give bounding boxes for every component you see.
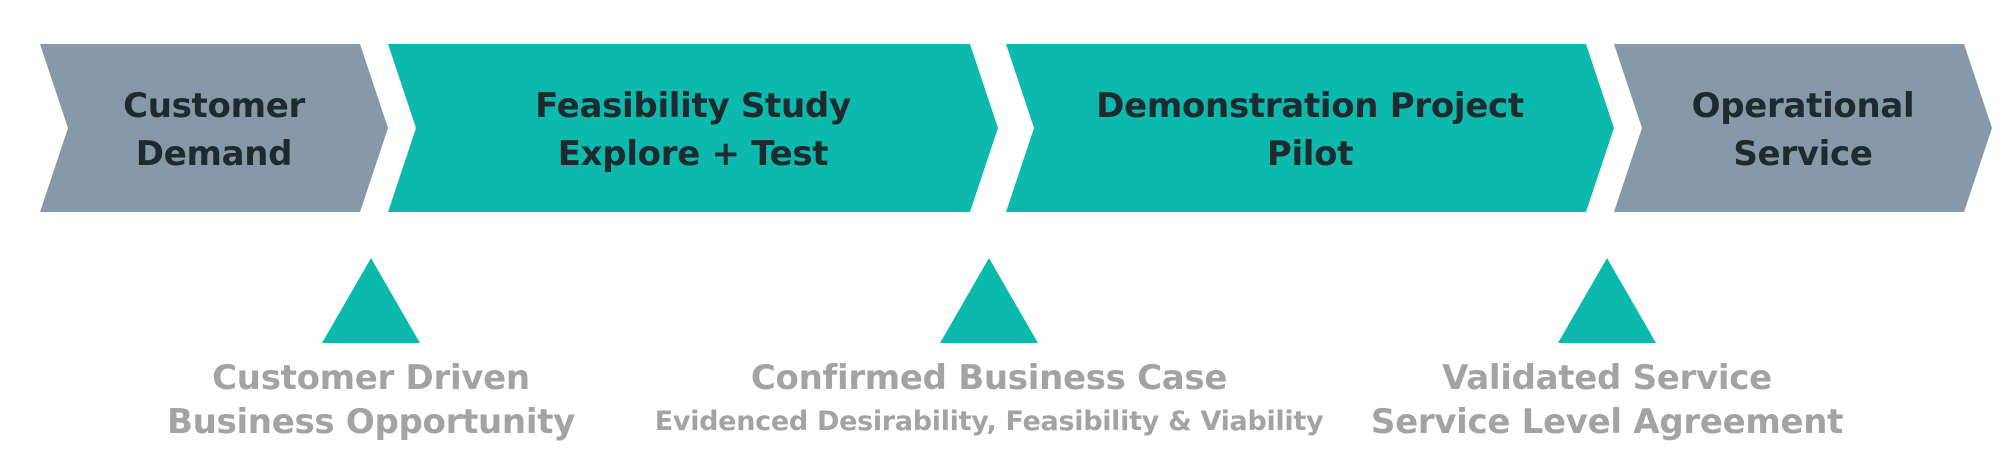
stage-label-line1: Demonstration Project xyxy=(1096,86,1524,126)
milestone-marker-3 xyxy=(1558,258,1656,343)
stage-label-customer-demand: Customer Demand xyxy=(40,82,388,178)
stage-label-feasibility-study: Feasibility Study Explore + Test xyxy=(388,82,998,178)
stage-label-line2: Pilot xyxy=(1266,134,1354,174)
milestone-subtitle: Business Opportunity xyxy=(166,402,576,442)
milestone-marker-2 xyxy=(940,258,1038,343)
milestone-title: Customer Driven xyxy=(212,358,530,398)
stage-label-line2: Explore + Test xyxy=(557,134,829,174)
stage-label-line1: Customer xyxy=(123,86,305,126)
milestone-subtitle: Service Level Agreement xyxy=(1370,402,1844,442)
milestone-label-2: Confirmed Business Case Evidenced Desira… xyxy=(589,356,1389,444)
stage-arrow-customer-demand xyxy=(40,44,388,212)
stage-label-line2: Demand xyxy=(135,134,293,174)
stage-label-operational-service: Operational Service xyxy=(1614,82,1992,178)
milestone-label-3: Validated Service Service Level Agreemen… xyxy=(1357,356,1857,444)
stage-label-line2: Service xyxy=(1733,134,1873,174)
stage-arrow-feasibility-study xyxy=(388,44,998,212)
milestone-marker-1 xyxy=(322,258,420,343)
milestone-title: Validated Service xyxy=(1442,358,1772,398)
milestone-label-1: Customer Driven Business Opportunity xyxy=(121,356,621,444)
stage-arrow-demonstration-project xyxy=(1006,44,1614,212)
stage-arrow-operational-service xyxy=(1614,44,1992,212)
milestone-subtitle: Evidenced Desirability, Feasibility & Vi… xyxy=(654,406,1324,437)
milestone-title: Confirmed Business Case xyxy=(750,358,1228,398)
stage-label-line1: Feasibility Study xyxy=(535,86,851,126)
stage-label-demonstration-project: Demonstration Project Pilot xyxy=(1006,82,1614,178)
stage-label-line1: Operational xyxy=(1691,86,1915,126)
